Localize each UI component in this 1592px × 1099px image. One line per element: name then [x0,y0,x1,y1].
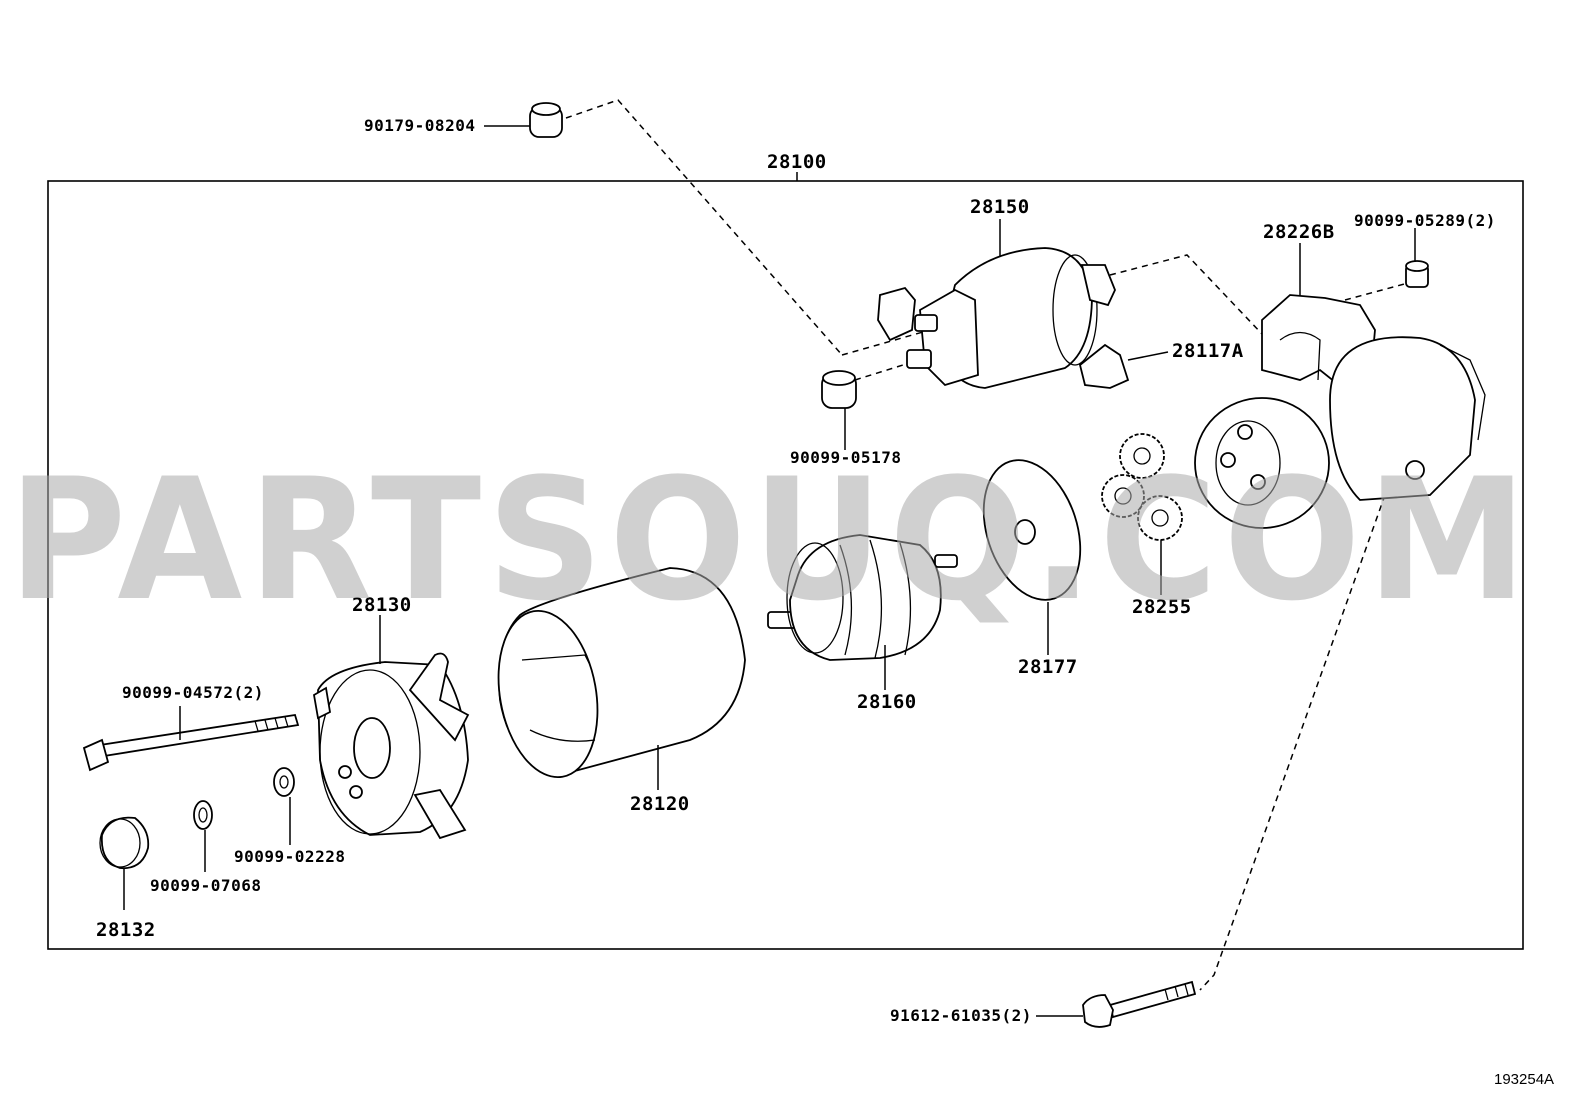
magnetic-switch-28150[interactable] [877,219,1116,389]
plate-28177[interactable] [967,448,1097,655]
spring-washer-90099-07068[interactable] [193,800,213,872]
part-label-28160[interactable]: 28160 [857,691,917,713]
cap-nut-90179[interactable] [484,102,563,138]
part-label-91612-61035[interactable]: 91612-61035(2) [890,1006,1032,1025]
planetary-gears-28255[interactable] [1101,433,1183,595]
armature-28160[interactable] [767,534,958,690]
part-label-90099-07068[interactable]: 90099-07068 [150,876,261,895]
starter-housing-28226[interactable] [1194,243,1486,529]
part-label-90099-05289[interactable]: 90099-05289(2) [1354,211,1496,230]
bolt-91612-61035[interactable] [1036,980,1197,1028]
nut-90099-05289[interactable] [1405,228,1429,288]
part-label-90179-08204[interactable]: 90179-08204 [364,116,475,135]
end-cap-28132[interactable] [99,816,150,910]
watermark: PARTSOUQ.COM [8,442,1533,638]
part-label-90099-02228[interactable]: 90099-02228 [234,847,345,866]
part-label-28177[interactable]: 28177 [1018,656,1078,678]
part-label-90099-04572[interactable]: 90099-04572(2) [122,683,264,702]
part-label-28120[interactable]: 28120 [630,793,690,815]
yoke-28120[interactable] [486,567,746,790]
plunger-28117[interactable] [1078,343,1169,389]
part-label-28132[interactable]: 28132 [96,919,156,941]
part-label-28255[interactable]: 28255 [1132,596,1192,618]
figure-number: 193254A [1494,1071,1554,1088]
part-label-28117A[interactable]: 28117A [1172,340,1244,362]
end-frame-28130[interactable] [313,615,470,840]
part-label-28150[interactable]: 28150 [970,196,1030,218]
part-label-90099-05178[interactable]: 90099-05178 [790,448,901,467]
assembly-frame [47,172,1524,950]
part-label-28130[interactable]: 28130 [352,594,412,616]
cap-90099-05178[interactable] [821,370,857,450]
assembly-number[interactable]: 28100 [767,151,827,173]
washer-90099-02228[interactable] [273,767,295,845]
part-label-28226B[interactable]: 28226B [1263,221,1335,243]
through-bolt-90099-04572[interactable] [82,706,300,772]
